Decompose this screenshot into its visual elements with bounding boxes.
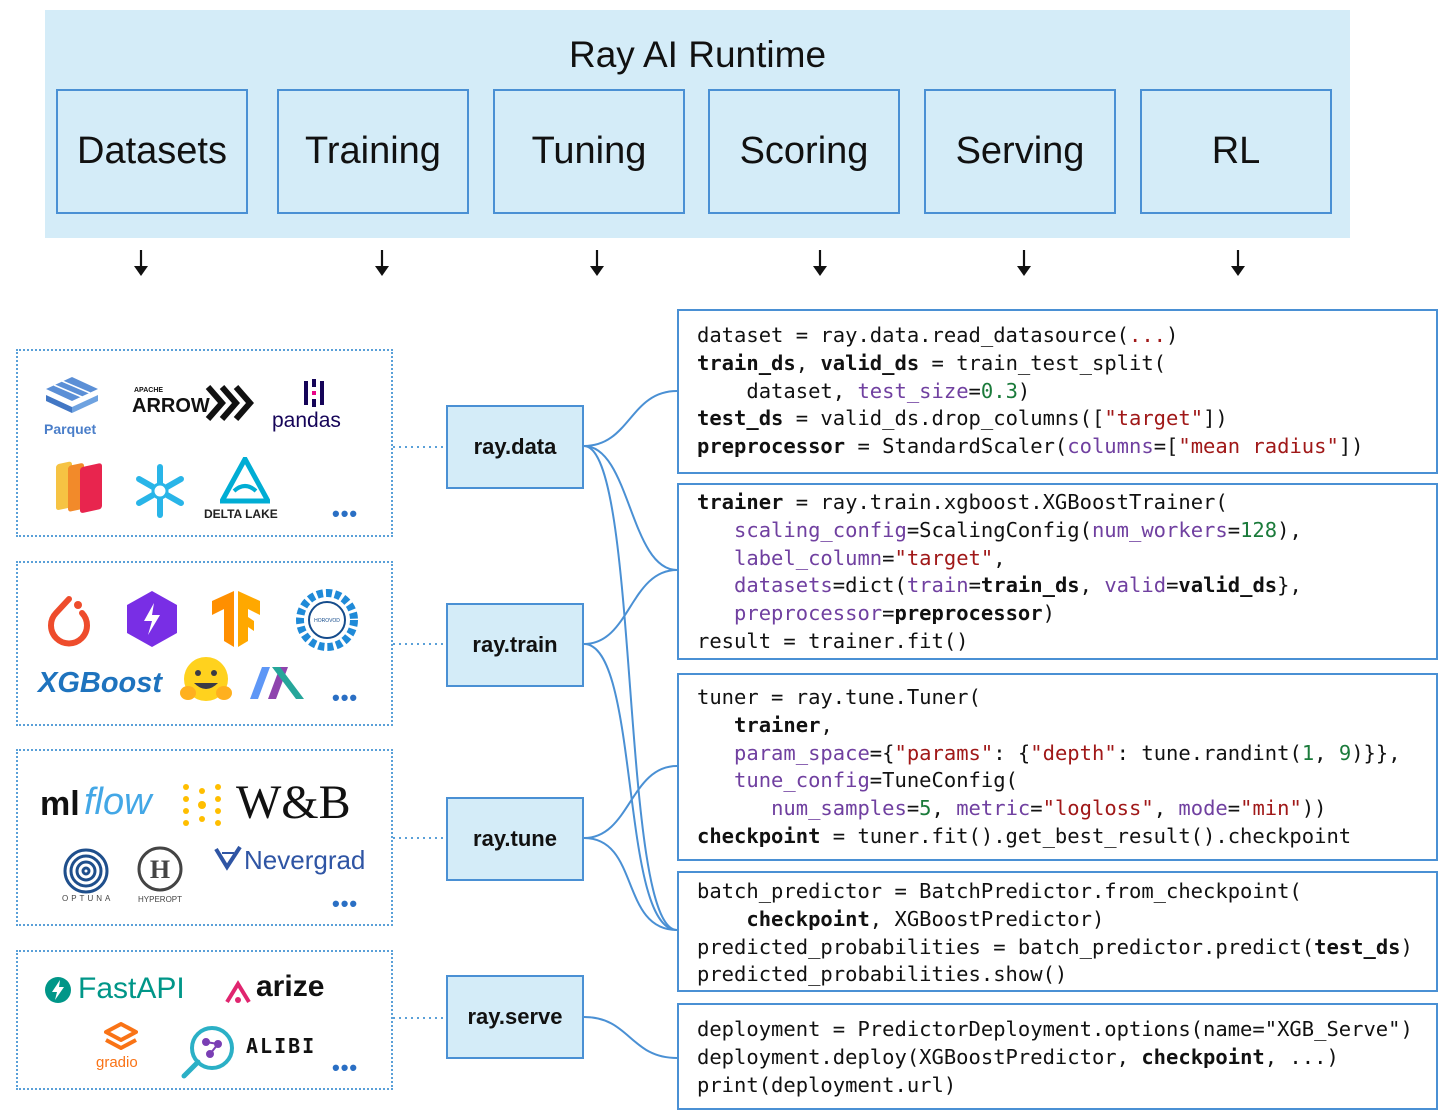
code-predictor: batch_predictor = BatchPredictor.from_ch… (697, 879, 1413, 987)
more-serve-indicator: ••• (332, 1055, 359, 1080)
code-box-trainer: trainer = ray.train.xgboost.XGBoostTrain… (677, 483, 1438, 660)
curve-train-predict (583, 643, 678, 931)
lightning-icon (127, 591, 177, 647)
optuna-label: OPTUNA (62, 894, 114, 903)
jax-icon (250, 667, 304, 699)
curve-tune-tuner (583, 765, 678, 839)
tensorflow-icon (212, 591, 260, 647)
hyperopt-icon: H (137, 846, 183, 892)
optuna-icon (63, 848, 109, 894)
component-rl: RL (1140, 89, 1332, 214)
lib-ray-tune: ray.tune (446, 797, 584, 881)
ecosystem-data-panel: Parquet APACHE ARROW pandas DELTA LAKE •… (16, 349, 393, 537)
ray-ai-runtime-panel: Ray AI Runtime Datasets Training Tuning … (45, 10, 1350, 238)
nevergrad-label: Nevergrad (244, 845, 366, 875)
arrow-label: ARROW (132, 395, 210, 417)
mlflow-label-a: ml (40, 785, 80, 823)
svg-text:HOROVOD: HOROVOD (314, 618, 340, 624)
horovod-icon: HOROVOD (296, 589, 358, 651)
wandb-dots-icon (183, 784, 221, 826)
stacked-layers-icon (56, 461, 102, 513)
nevergrad-icon (214, 845, 242, 871)
arize-label: arize (256, 970, 325, 1003)
arize-icon (225, 980, 251, 1004)
lib-ray-serve: ray.serve (446, 975, 584, 1059)
curve-serve-deploy (583, 1016, 678, 1059)
curve-tune-predict (583, 837, 678, 931)
code-tuner: tuner = ray.tune.Tuner( trainer, param_s… (697, 685, 1401, 848)
fastapi-label: FastAPI (78, 972, 185, 1005)
parquet-label: Parquet (44, 421, 97, 437)
curve-data-predict (583, 445, 678, 931)
delta-lake-icon (220, 457, 270, 504)
component-tuning: Tuning (493, 89, 685, 214)
component-training: Training (277, 89, 469, 214)
pandas-icon (304, 379, 324, 407)
fastapi-icon (45, 977, 71, 1003)
parquet-icon (46, 377, 98, 413)
arrow-top-label: APACHE (134, 387, 164, 394)
delta-lake-label: DELTA LAKE (204, 507, 278, 521)
ecosystem-serve-panel: FastAPI arize gradio ALIBI ••• (16, 950, 393, 1090)
snowflake-icon (136, 464, 184, 518)
pytorch-icon (48, 596, 90, 647)
code-box-tuner: tuner = ray.tune.Tuner( trainer, param_s… (677, 673, 1438, 861)
gradio-icon (104, 1022, 138, 1050)
curve-train-trainer (583, 569, 678, 645)
mlflow-label-b: flow (84, 781, 152, 823)
wandb-label: W&B (236, 776, 351, 829)
huggingface-icon (180, 657, 232, 701)
more-data-indicator: ••• (332, 501, 359, 526)
lib-ray-data: ray.data (446, 405, 584, 489)
more-tune-indicator: ••• (332, 891, 359, 916)
component-scoring: Scoring (708, 89, 900, 214)
code-trainer: trainer = ray.train.xgboost.XGBoostTrain… (697, 490, 1302, 653)
curve-data-dataset (583, 390, 678, 447)
ecosystem-tune-panel: ml flow W&B OPTUNA H HYPEROPT Nevergrad … (16, 749, 393, 926)
component-serving: Serving (924, 89, 1116, 214)
code-deployment: deployment = PredictorDeployment.options… (697, 1017, 1413, 1097)
hyperopt-label: HYPEROPT (138, 895, 183, 904)
ecosystem-train-panel: HOROVOD XGBoost ••• (16, 561, 393, 726)
code-box-predictor: batch_predictor = BatchPredictor.from_ch… (677, 871, 1438, 992)
alibi-label: ALIBI (246, 1034, 317, 1058)
xgboost-label: XGBoost (38, 667, 163, 699)
code-box-deployment: deployment = PredictorDeployment.options… (677, 1003, 1438, 1110)
code-dataset: dataset = ray.data.read_datasource(...) … (697, 323, 1364, 459)
arrow-chevrons-icon (205, 385, 254, 421)
runtime-title: Ray AI Runtime (568, 34, 827, 75)
gradio-label: gradio (96, 1054, 138, 1071)
code-box-dataset: dataset = ray.data.read_datasource(...) … (677, 309, 1438, 474)
curve-data-trainer (583, 445, 678, 571)
more-train-indicator: ••• (332, 685, 359, 710)
alibi-icon (181, 1026, 234, 1079)
component-datasets: Datasets (56, 89, 248, 214)
lib-ray-train: ray.train (446, 603, 584, 687)
pandas-label: pandas (272, 409, 341, 432)
svg-text:H: H (150, 855, 170, 884)
